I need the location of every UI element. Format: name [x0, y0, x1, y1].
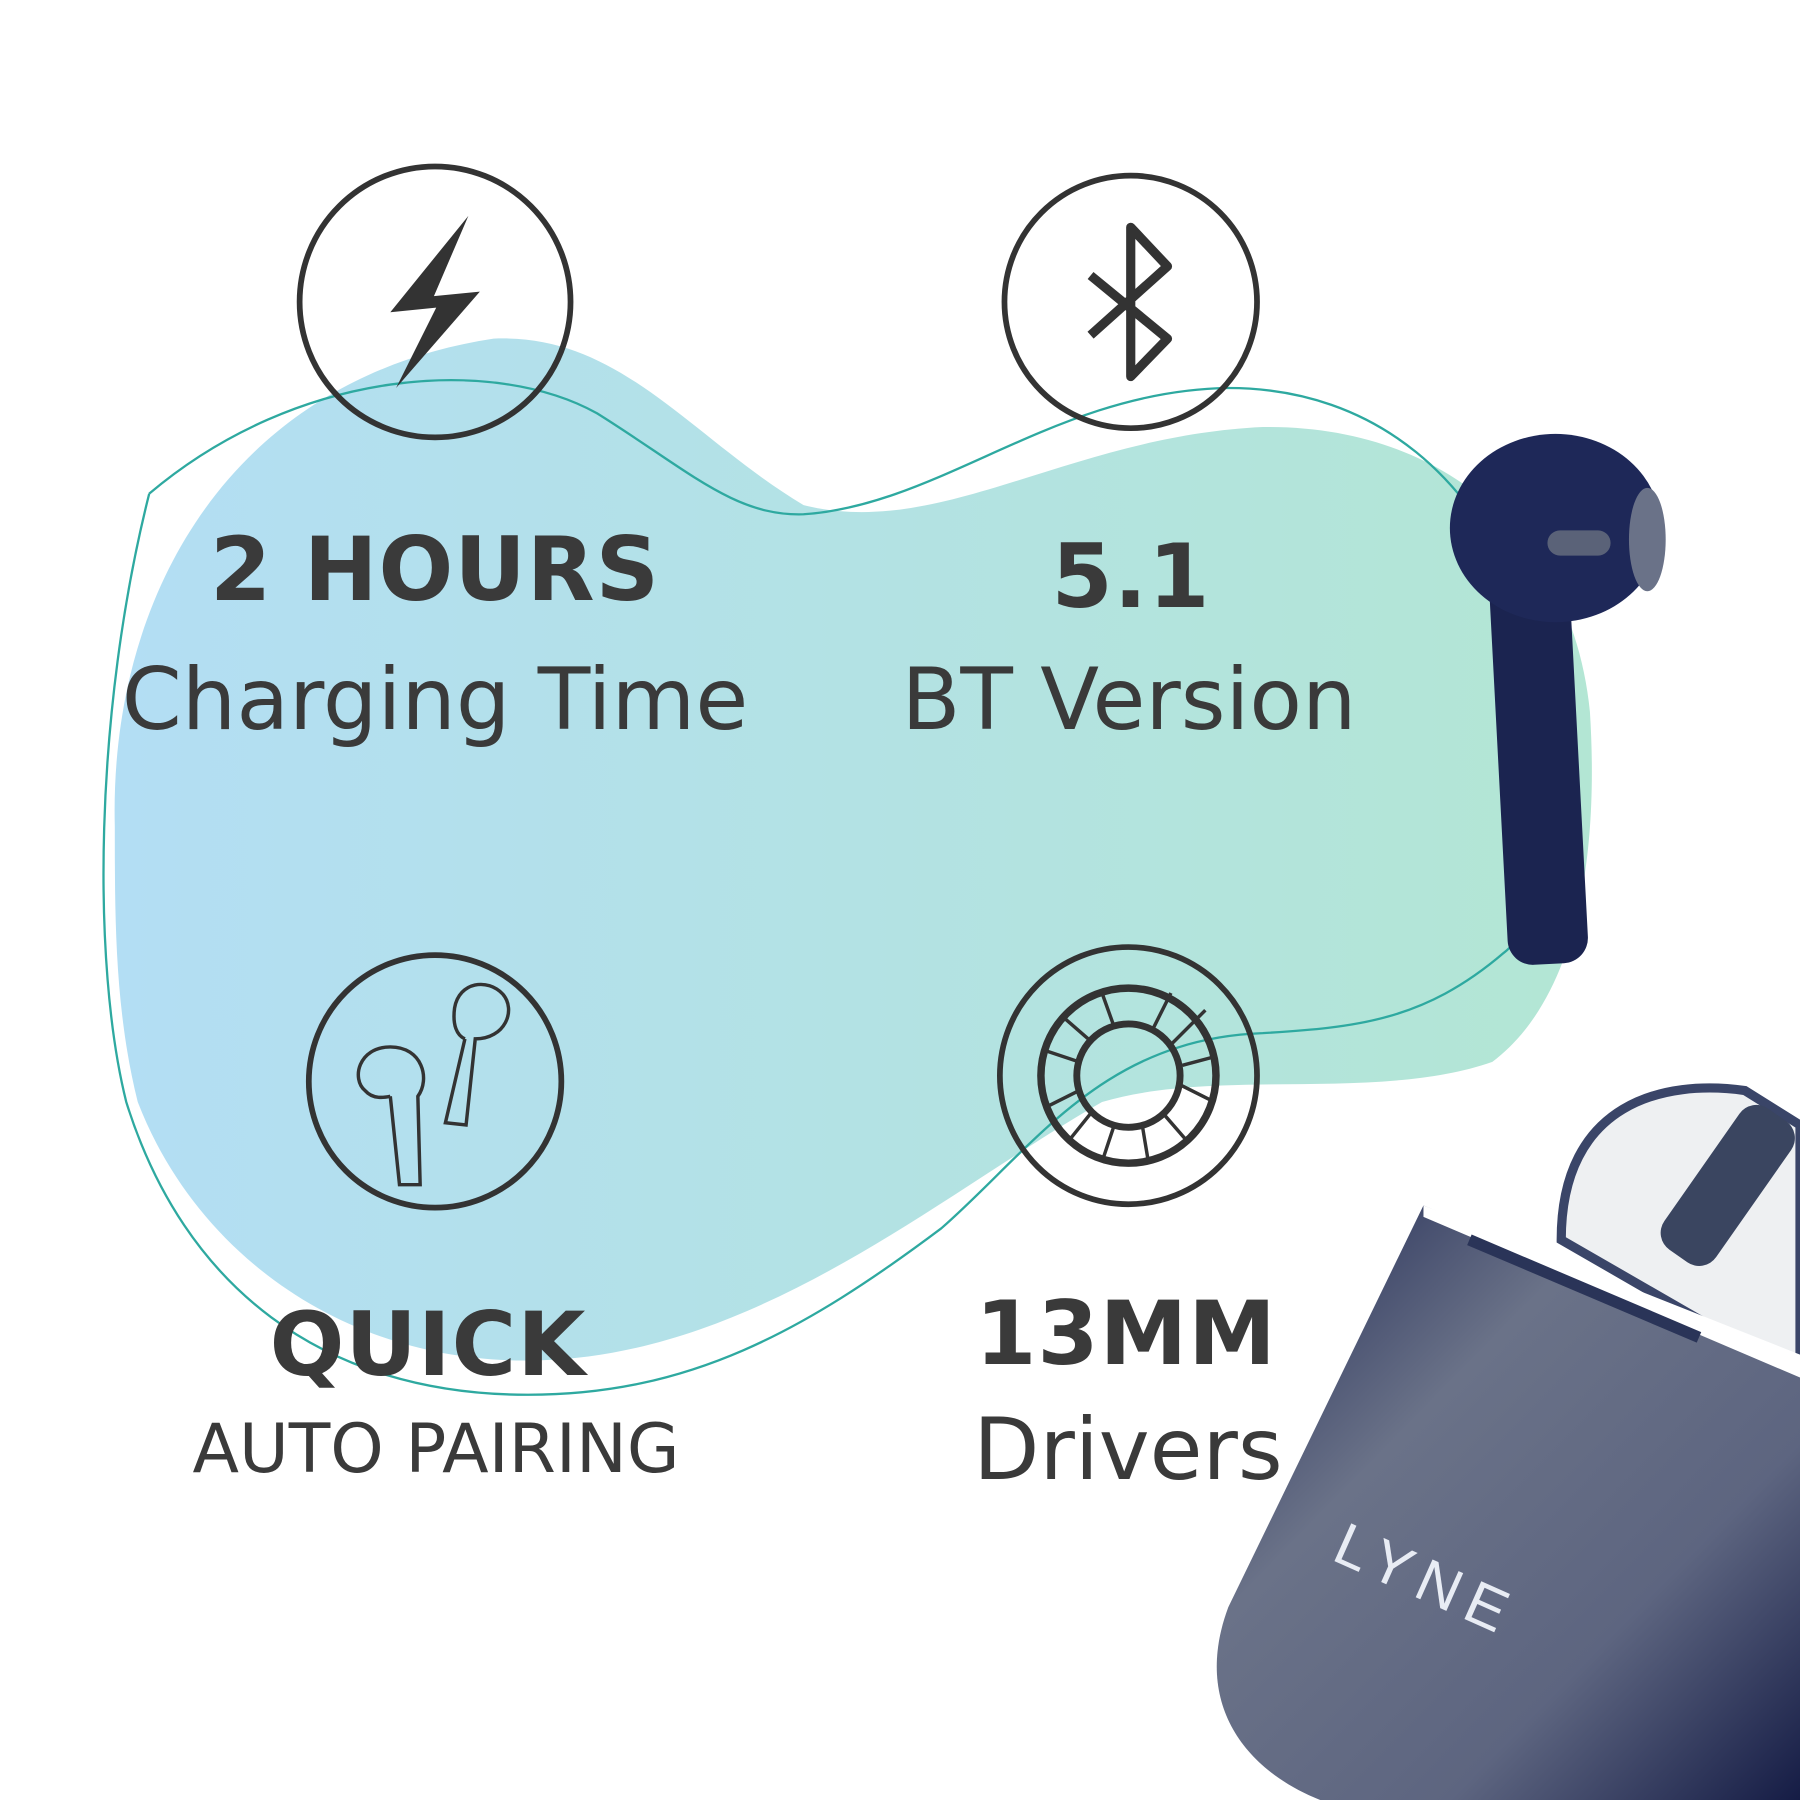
- earbuds-icon: [305, 952, 565, 1211]
- feature-caption-bt: BT Version: [901, 650, 1357, 750]
- bluetooth-icon: [1001, 172, 1260, 432]
- feature-caption-pairing: AUTO PAIRING: [192, 1410, 680, 1489]
- feature-headline-pairing: QUICK: [269, 1293, 587, 1396]
- gradient-blob: [114, 338, 1592, 1361]
- feature-headline-bt: 5.1: [1051, 525, 1211, 628]
- speaker-driver-icon: [997, 944, 1260, 1208]
- charging-case-image: [1216, 1083, 1800, 1800]
- feature-headline-charging: 2 HOURS: [210, 518, 660, 621]
- accent-line: [102, 379, 1548, 1396]
- lightning-bolt-icon: [296, 163, 574, 441]
- feature-headline-drivers: 13MM: [975, 1282, 1277, 1385]
- driver-vanes: [1043, 992, 1218, 1163]
- feature-caption-drivers: Drivers: [973, 1400, 1283, 1500]
- earbud-image: [1449, 433, 1666, 965]
- feature-caption-charging: Charging Time: [121, 650, 749, 750]
